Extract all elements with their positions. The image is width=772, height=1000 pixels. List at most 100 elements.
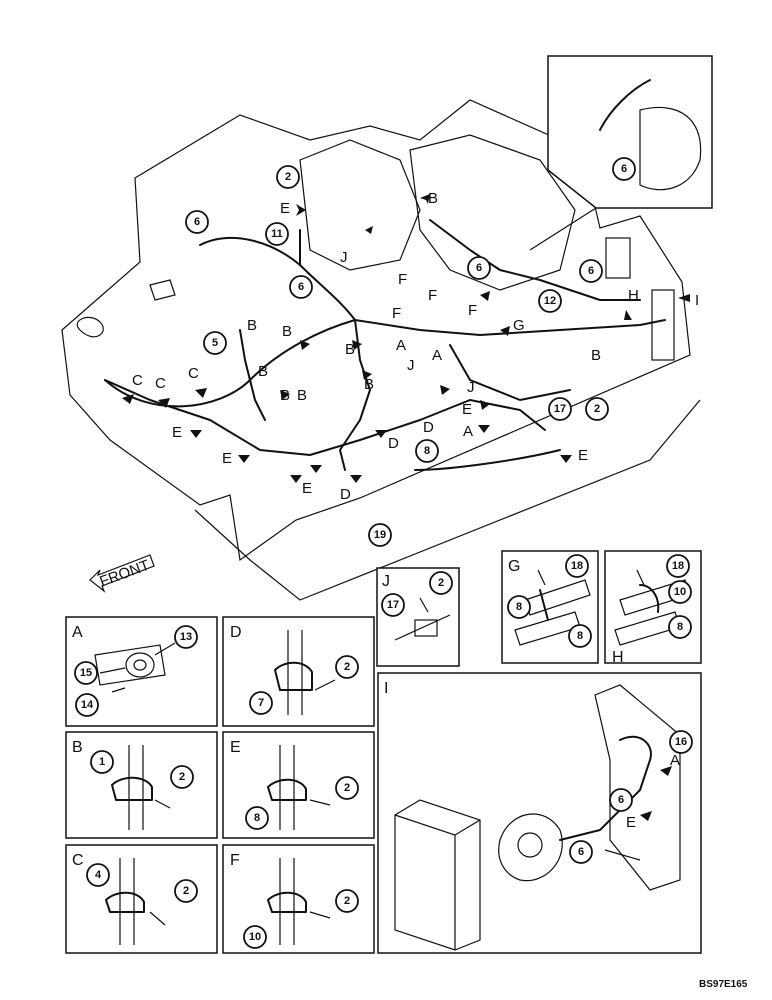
inset-wire xyxy=(599,79,651,131)
main-letter-markers: E B J F F F F H I B B B B B B B B G C C … xyxy=(122,190,699,503)
callout-6-left: 6 xyxy=(185,210,209,234)
callout-6-right: 6 xyxy=(579,259,603,283)
callout-12: 12 xyxy=(538,289,562,313)
svg-text:18: 18 xyxy=(672,560,684,572)
battery-relay xyxy=(605,237,631,279)
svg-text:A: A xyxy=(396,337,406,354)
svg-text:8: 8 xyxy=(424,445,430,457)
svg-text:A: A xyxy=(432,347,442,364)
harness-c xyxy=(104,319,356,408)
harness-d xyxy=(339,319,371,471)
svg-text:8: 8 xyxy=(516,601,522,613)
svg-text:10: 10 xyxy=(249,931,261,943)
svg-text:5: 5 xyxy=(212,337,218,349)
svg-text:6: 6 xyxy=(578,846,584,858)
detail-G: G 18 8 8 xyxy=(501,550,599,664)
svg-text:E: E xyxy=(222,450,232,467)
svg-text:10: 10 xyxy=(674,586,686,598)
svg-text:2: 2 xyxy=(285,171,291,183)
harness-b xyxy=(239,329,266,421)
detail-D: D 2 7 xyxy=(222,616,375,727)
detail-E: E 8 2 xyxy=(222,731,375,839)
callout-19: 19 xyxy=(368,523,392,547)
svg-text:6: 6 xyxy=(588,265,594,277)
detail-H: H 18 10 8 xyxy=(604,550,702,666)
svg-text:A: A xyxy=(463,423,473,440)
svg-text:B: B xyxy=(282,323,292,340)
svg-text:B: B xyxy=(297,387,307,404)
svg-text:6: 6 xyxy=(194,216,200,228)
svg-text:G: G xyxy=(513,317,525,334)
svg-text:E: E xyxy=(172,424,182,441)
callout-2-top: 2 xyxy=(276,165,300,189)
detail-B-letter: B xyxy=(72,739,83,756)
svg-text:2: 2 xyxy=(183,885,189,897)
svg-text:J: J xyxy=(467,379,475,396)
detail-H-letter: H xyxy=(612,649,624,666)
engine-block xyxy=(299,139,421,271)
svg-text:2: 2 xyxy=(344,661,350,673)
detail-D-letter: D xyxy=(230,624,242,641)
drawing-code: BS97E165 xyxy=(699,979,748,990)
svg-text:2: 2 xyxy=(179,771,185,783)
detail-I: I A E 16 6 6 xyxy=(377,672,702,954)
svg-text:4: 4 xyxy=(95,869,102,881)
svg-text:8: 8 xyxy=(577,630,583,642)
base-outline xyxy=(194,399,701,601)
detail-I-letter: I xyxy=(384,680,388,697)
callout-11: 11 xyxy=(265,222,289,246)
svg-text:J: J xyxy=(340,249,348,266)
svg-text:B: B xyxy=(258,363,268,380)
svg-text:C: C xyxy=(188,365,199,382)
svg-text:B: B xyxy=(247,317,257,334)
svg-text:A: A xyxy=(670,752,680,769)
svg-text:14: 14 xyxy=(81,699,94,711)
svg-text:18: 18 xyxy=(571,560,583,572)
svg-text:16: 16 xyxy=(675,736,687,748)
svg-text:17: 17 xyxy=(387,599,399,611)
svg-text:D: D xyxy=(340,486,351,503)
svg-text:H: H xyxy=(628,287,639,304)
svg-text:12: 12 xyxy=(544,295,556,307)
detail-G-letter: G xyxy=(508,558,520,575)
callout-17: 17 xyxy=(548,397,572,421)
detail-C-letter: C xyxy=(72,852,84,869)
svg-text:E: E xyxy=(302,480,312,497)
detail-E-letter: E xyxy=(230,739,241,756)
svg-text:15: 15 xyxy=(80,667,92,679)
detail-F: F 10 2 xyxy=(222,844,375,954)
svg-text:2: 2 xyxy=(594,403,600,415)
harness-left-top xyxy=(199,237,356,321)
callout-8: 8 xyxy=(415,439,439,463)
bracket-plate xyxy=(651,289,675,361)
svg-text:6: 6 xyxy=(618,794,624,806)
harness-lower xyxy=(414,449,561,471)
svg-text:17: 17 xyxy=(554,403,566,415)
lamp-left xyxy=(76,316,104,338)
svg-text:C: C xyxy=(155,375,166,392)
svg-text:6: 6 xyxy=(298,281,304,293)
front-label: FRONT xyxy=(97,557,151,591)
svg-text:F: F xyxy=(468,302,477,319)
svg-text:F: F xyxy=(392,305,401,322)
machine-outline xyxy=(61,99,691,562)
svg-text:8: 8 xyxy=(677,621,683,633)
svg-text:E: E xyxy=(626,814,636,831)
svg-text:11: 11 xyxy=(271,228,283,240)
detail-A: A 13 15 14 xyxy=(65,616,218,727)
svg-text:B: B xyxy=(364,376,374,393)
svg-text:E: E xyxy=(578,447,588,464)
svg-text:J: J xyxy=(407,357,415,374)
svg-text:19: 19 xyxy=(374,529,386,541)
svg-text:7: 7 xyxy=(258,697,264,709)
svg-text:6: 6 xyxy=(476,262,482,274)
svg-text:13: 13 xyxy=(180,631,192,643)
svg-text:8: 8 xyxy=(254,812,260,824)
detail-J: J 2 17 xyxy=(376,567,460,667)
detail-F-letter: F xyxy=(230,852,240,869)
detail-B: B 1 2 xyxy=(65,731,218,839)
main-callouts: 2 6 11 6 5 6 6 12 6 17 2 8 19 xyxy=(185,157,636,547)
svg-text:D: D xyxy=(423,419,434,436)
front-arrow: FRONT xyxy=(89,554,155,593)
